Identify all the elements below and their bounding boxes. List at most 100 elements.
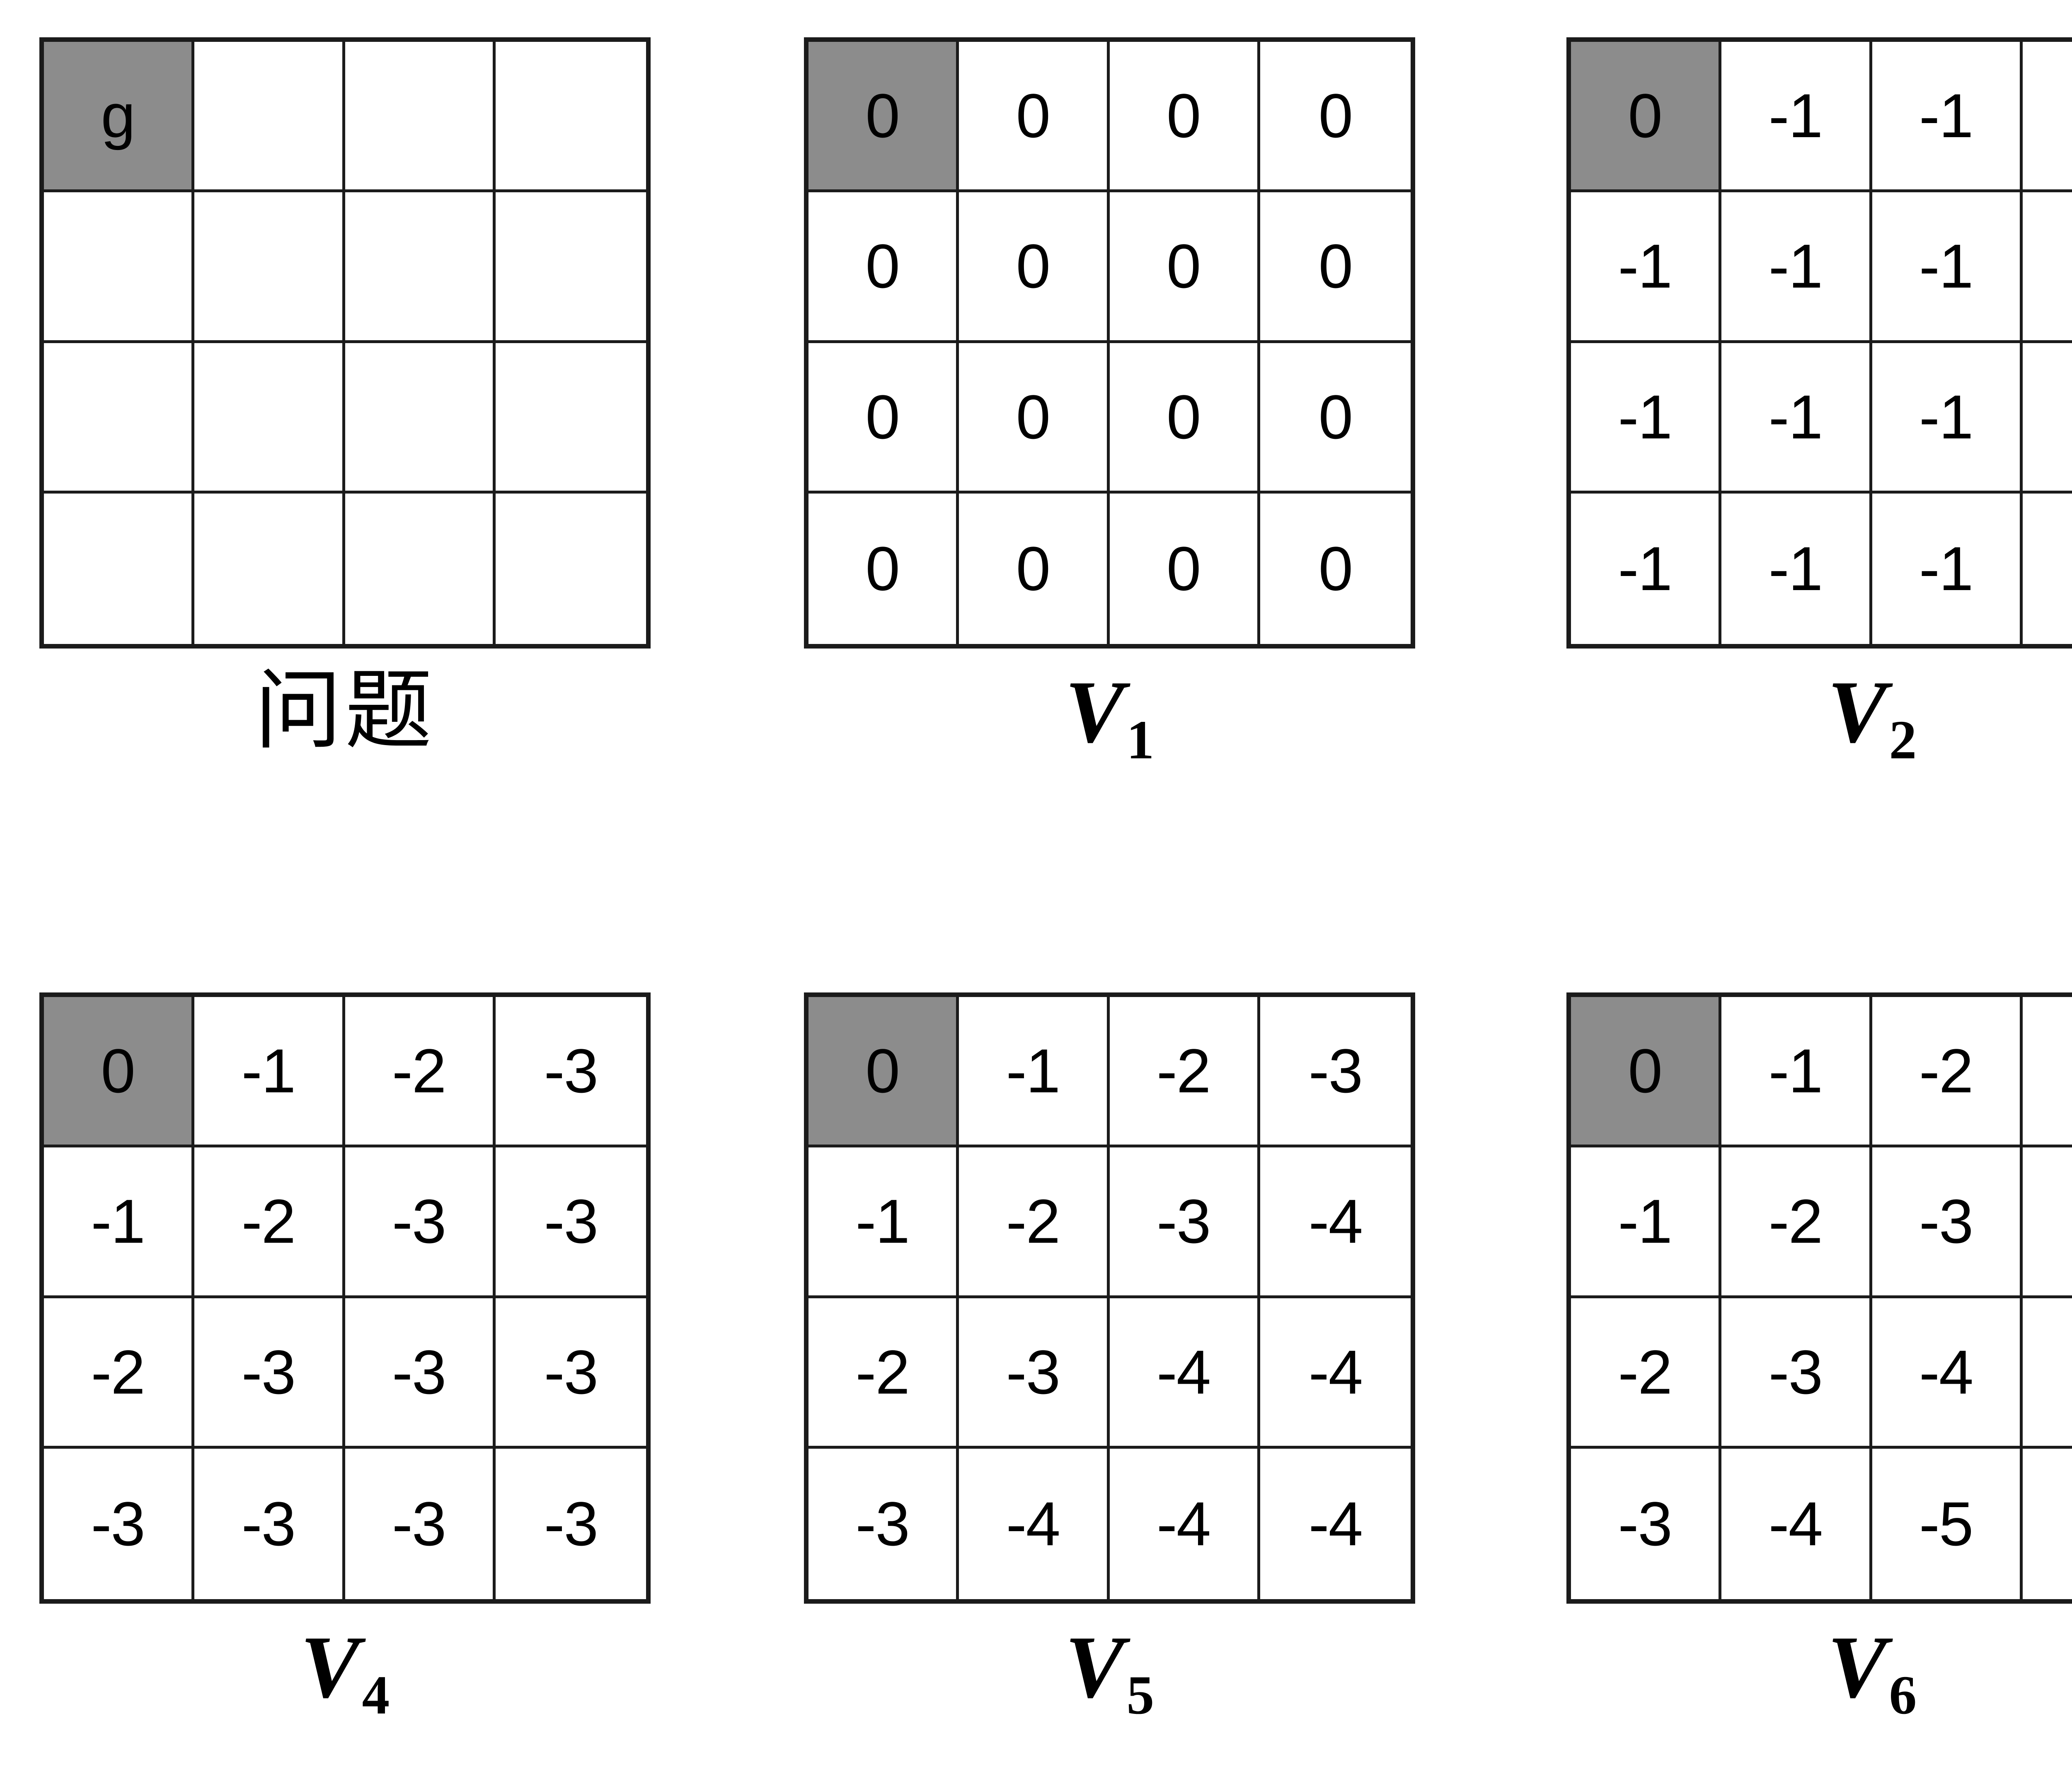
- cell-v2-r3-c3[interactable]: -1: [2022, 493, 2072, 644]
- cell-problem-r3-c3[interactable]: [495, 493, 646, 644]
- cell-v5-r3-c0[interactable]: -3: [808, 1448, 959, 1599]
- cell-v2-r0-c0[interactable]: 0: [1571, 42, 1722, 193]
- cell-v1-r1-c0[interactable]: 0: [808, 192, 959, 343]
- cell-v1-r0-c0[interactable]: 0: [808, 42, 959, 193]
- cell-v4-r1-c3[interactable]: -3: [495, 1147, 646, 1298]
- cell-v5-r1-c1[interactable]: -2: [959, 1147, 1110, 1298]
- cell-v6-r2-c2[interactable]: -4: [1872, 1298, 2023, 1449]
- cell-v4-r1-c2[interactable]: -3: [345, 1147, 496, 1298]
- cell-v2-r2-c0[interactable]: -1: [1571, 343, 1722, 494]
- cell-v6-r1-c1[interactable]: -2: [1721, 1147, 1872, 1298]
- cell-v4-r2-c1[interactable]: -3: [194, 1298, 345, 1449]
- cell-v4-r2-c2[interactable]: -3: [345, 1298, 496, 1449]
- cell-v4-r3-c0[interactable]: -3: [44, 1448, 195, 1599]
- cell-v6-r3-c0[interactable]: -3: [1571, 1448, 1722, 1599]
- cell-v2-r2-c3[interactable]: -1: [2022, 343, 2072, 494]
- cell-v2-r1-c0[interactable]: -1: [1571, 192, 1722, 343]
- cell-v6-r2-c0[interactable]: -2: [1571, 1298, 1722, 1449]
- cell-problem-r3-c0[interactable]: [44, 493, 195, 644]
- cell-v1-r2-c3[interactable]: 0: [1260, 343, 1411, 494]
- cell-v1-r2-c2[interactable]: 0: [1109, 343, 1260, 494]
- cell-v6-r0-c2[interactable]: -2: [1872, 997, 2023, 1148]
- cell-problem-r1-c1[interactable]: [194, 192, 345, 343]
- cell-v4-r3-c2[interactable]: -3: [345, 1448, 496, 1599]
- cell-v4-r1-c0[interactable]: -1: [44, 1147, 195, 1298]
- cell-problem-r1-c2[interactable]: [345, 192, 496, 343]
- cell-v2-r2-c1[interactable]: -1: [1721, 343, 1872, 494]
- cell-problem-r1-c3[interactable]: [495, 192, 646, 343]
- cell-v6-r0-c0[interactable]: 0: [1571, 997, 1722, 1148]
- cell-problem-r3-c2[interactable]: [345, 493, 496, 644]
- cell-v5-r0-c3[interactable]: -3: [1260, 997, 1411, 1148]
- cell-v2-r3-c0[interactable]: -1: [1571, 493, 1722, 644]
- cell-v5-r1-c3[interactable]: -4: [1260, 1147, 1411, 1298]
- cell-v5-r0-c2[interactable]: -2: [1109, 997, 1260, 1148]
- cell-v1-r0-c1[interactable]: 0: [959, 42, 1110, 193]
- cell-v4-r3-c3[interactable]: -3: [495, 1448, 646, 1599]
- cell-v2-r0-c2[interactable]: -1: [1872, 42, 2023, 193]
- cell-v5-r0-c1[interactable]: -1: [959, 997, 1110, 1148]
- cell-problem-r2-c3[interactable]: [495, 343, 646, 494]
- cell-problem-r3-c1[interactable]: [194, 493, 345, 644]
- cell-v2-r2-c2[interactable]: -1: [1872, 343, 2023, 494]
- cell-v1-r3-c1[interactable]: 0: [959, 493, 1110, 644]
- cell-v6-r3-c1[interactable]: -4: [1721, 1448, 1872, 1599]
- cell-v5-r0-c0[interactable]: 0: [808, 997, 959, 1148]
- board-label-v2: V2: [1566, 667, 2072, 767]
- cell-v2-r3-c2[interactable]: -1: [1872, 493, 2023, 644]
- cell-v1-r1-c1[interactable]: 0: [959, 192, 1110, 343]
- cell-problem-r1-c0[interactable]: [44, 192, 195, 343]
- cell-v5-r1-c2[interactable]: -3: [1109, 1147, 1260, 1298]
- cell-v6-r3-c2[interactable]: -5: [1872, 1448, 2023, 1599]
- cell-v1-r3-c2[interactable]: 0: [1109, 493, 1260, 644]
- cell-v6-r2-c3[interactable]: -5: [2022, 1298, 2072, 1449]
- cell-v4-r1-c1[interactable]: -2: [194, 1147, 345, 1298]
- cell-v4-r2-c0[interactable]: -2: [44, 1298, 195, 1449]
- cell-v1-r0-c2[interactable]: 0: [1109, 42, 1260, 193]
- cell-v1-r3-c3[interactable]: 0: [1260, 493, 1411, 644]
- cell-problem-r0-c0[interactable]: g: [44, 42, 195, 193]
- cell-v4-r0-c3[interactable]: -3: [495, 997, 646, 1148]
- cell-v1-r2-c0[interactable]: 0: [808, 343, 959, 494]
- cell-problem-r2-c0[interactable]: [44, 343, 195, 494]
- cell-v4-r0-c1[interactable]: -1: [194, 997, 345, 1148]
- cell-v4-r0-c0[interactable]: 0: [44, 997, 195, 1148]
- board-label-text-v2: V: [1827, 662, 1887, 761]
- cell-v1-r1-c2[interactable]: 0: [1109, 192, 1260, 343]
- cell-v5-r2-c0[interactable]: -2: [808, 1298, 959, 1449]
- cell-v4-r3-c1[interactable]: -3: [194, 1448, 345, 1599]
- cell-v1-r2-c1[interactable]: 0: [959, 343, 1110, 494]
- cell-v1-r0-c3[interactable]: 0: [1260, 42, 1411, 193]
- cell-v2-r1-c1[interactable]: -1: [1721, 192, 1872, 343]
- cell-v6-r0-c1[interactable]: -1: [1721, 997, 1872, 1148]
- cell-v6-r1-c0[interactable]: -1: [1571, 1147, 1722, 1298]
- cell-problem-r2-c1[interactable]: [194, 343, 345, 494]
- cell-v5-r1-c0[interactable]: -1: [808, 1147, 959, 1298]
- cell-v2-r0-c1[interactable]: -1: [1721, 42, 1872, 193]
- cell-v1-r3-c0[interactable]: 0: [808, 493, 959, 644]
- cell-v2-r1-c2[interactable]: -1: [1872, 192, 2023, 343]
- cell-v2-r3-c1[interactable]: -1: [1721, 493, 1872, 644]
- cell-v6-r3-c3[interactable]: -5: [2022, 1448, 2072, 1599]
- cell-v5-r2-c1[interactable]: -3: [959, 1298, 1110, 1449]
- cell-v6-r0-c3[interactable]: -3: [2022, 997, 2072, 1148]
- cell-v6-r1-c2[interactable]: -3: [1872, 1147, 2023, 1298]
- cell-v2-r0-c3[interactable]: -1: [2022, 42, 2072, 193]
- cell-v4-r2-c3[interactable]: -3: [495, 1298, 646, 1449]
- cell-v6-r2-c1[interactable]: -3: [1721, 1298, 1872, 1449]
- grid-v2: 0-1-1-1-1-1-1-1-1-1-1-1-1-1-1-1: [1566, 37, 2072, 649]
- cell-v5-r3-c1[interactable]: -4: [959, 1448, 1110, 1599]
- cell-v6-r1-c3[interactable]: -4: [2022, 1147, 2072, 1298]
- cell-problem-r0-c2[interactable]: [345, 42, 496, 193]
- cell-v5-r2-c2[interactable]: -4: [1109, 1298, 1260, 1449]
- cell-v2-r1-c3[interactable]: -1: [2022, 192, 2072, 343]
- cell-problem-r0-c3[interactable]: [495, 42, 646, 193]
- cell-v5-r3-c3[interactable]: -4: [1260, 1448, 1411, 1599]
- cell-problem-r0-c1[interactable]: [194, 42, 345, 193]
- cell-problem-r2-c2[interactable]: [345, 343, 496, 494]
- cell-v4-r0-c2[interactable]: -2: [345, 997, 496, 1148]
- cell-v5-r3-c2[interactable]: -4: [1109, 1448, 1260, 1599]
- cell-v1-r1-c3[interactable]: 0: [1260, 192, 1411, 343]
- cell-v5-r2-c3[interactable]: -4: [1260, 1298, 1411, 1449]
